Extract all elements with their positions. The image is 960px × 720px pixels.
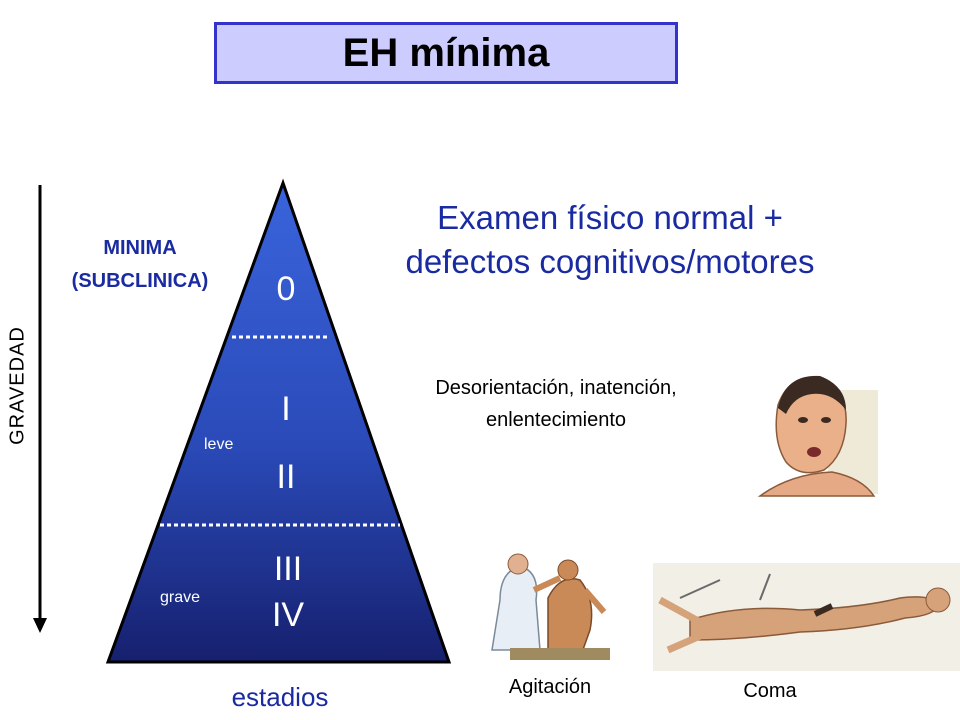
coma-caption: Coma (743, 680, 797, 702)
stage-2-label: II (276, 458, 296, 496)
down-arrow-icon (33, 185, 47, 633)
minimal-subclinical-label: MINIMA (SUBCLINICA) (40, 232, 240, 298)
face-illustration (757, 368, 878, 497)
mild-description: Desorientación, inatención, enlentecimie… (380, 372, 732, 436)
mild-description-line: Desorientación, inatención, (435, 377, 677, 399)
mild-description-line: enlentecimiento (485, 409, 627, 431)
stages-label: estadios (231, 682, 329, 712)
coma-illustration (653, 563, 960, 671)
minimal-description-line: defectos cognitivos/motores (405, 243, 815, 280)
stage-0-label: 0 (276, 270, 296, 308)
severity-leve-label: leve (204, 436, 234, 453)
agitation-caption: Agitación (508, 676, 592, 698)
subclinical-label-line: (SUBCLINICA) (71, 270, 209, 292)
pyramid-shape (105, 178, 452, 664)
minimal-description: Examen físico normal + defectos cognitiv… (360, 196, 860, 284)
stage-1-label: I (281, 390, 291, 428)
minimal-label-line: MINIMA (103, 237, 177, 259)
page-title: EH mínima (342, 30, 550, 75)
minimal-description-line: Examen físico normal + (437, 199, 783, 236)
agitation-illustration (470, 550, 618, 662)
severity-grave-label: grave (160, 589, 201, 606)
title-box: EH mínima (214, 22, 678, 84)
stage-3-label: III (273, 550, 303, 588)
severity-axis-label: GRAVEDAD (6, 326, 29, 445)
stage-4-label: IV (271, 596, 305, 634)
